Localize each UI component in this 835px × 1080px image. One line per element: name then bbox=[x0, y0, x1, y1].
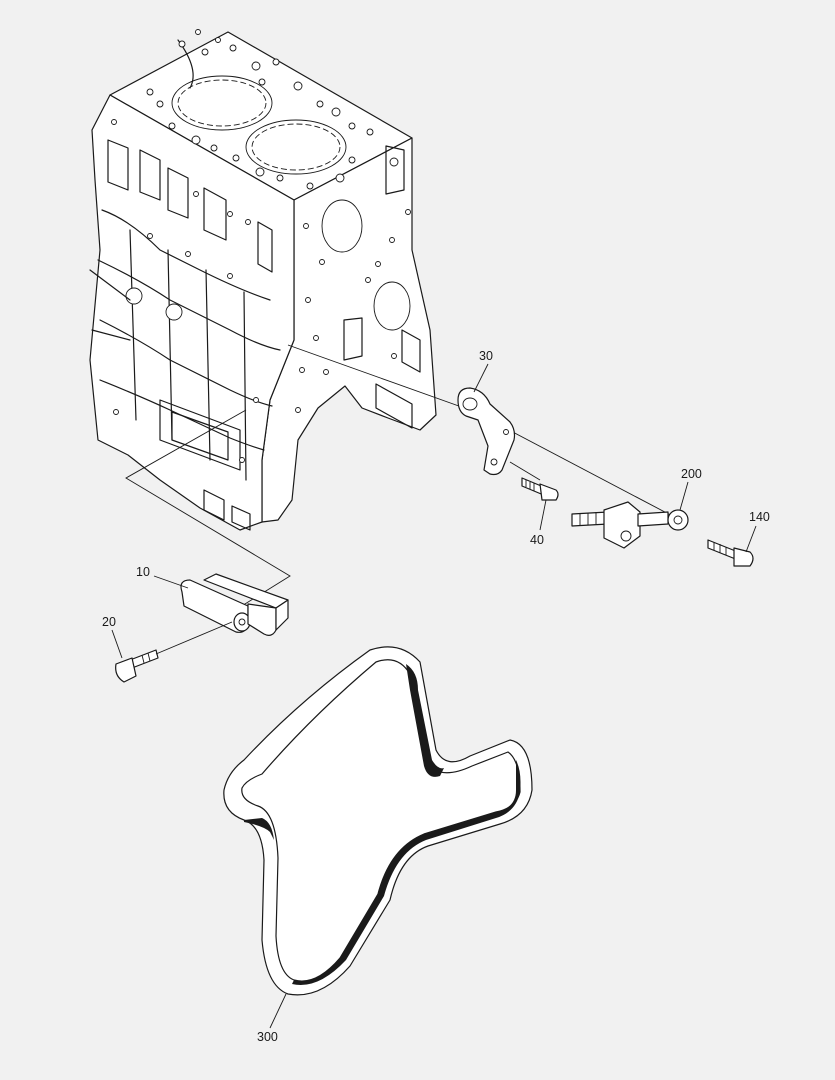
callout-30: 30 bbox=[473, 349, 493, 393]
callout-label-40: 40 bbox=[530, 533, 544, 547]
callout-label-20: 20 bbox=[102, 615, 116, 629]
callout-label-200: 200 bbox=[681, 467, 702, 481]
callout-200: 200 bbox=[679, 467, 702, 511]
callout-label-140: 140 bbox=[749, 510, 770, 524]
sensor-part-200 bbox=[571, 501, 689, 549]
callout-140: 140 bbox=[745, 510, 770, 553]
tensioner-part-10 bbox=[180, 573, 289, 636]
engine-block bbox=[89, 29, 437, 531]
bolt-part-140 bbox=[707, 539, 754, 567]
callout-label-300: 300 bbox=[257, 1030, 278, 1044]
callout-40: 40 bbox=[530, 499, 547, 547]
bracket-part-30 bbox=[457, 387, 516, 476]
bolt-part-20 bbox=[115, 621, 233, 683]
callout-10: 10 bbox=[136, 565, 189, 589]
callout-label-10: 10 bbox=[136, 565, 150, 579]
callout-20: 20 bbox=[102, 615, 123, 659]
callout-label-30: 30 bbox=[479, 349, 493, 363]
bolt-part-40 bbox=[521, 477, 559, 501]
belt-part-300 bbox=[223, 646, 533, 996]
callout-300: 300 bbox=[257, 993, 287, 1044]
